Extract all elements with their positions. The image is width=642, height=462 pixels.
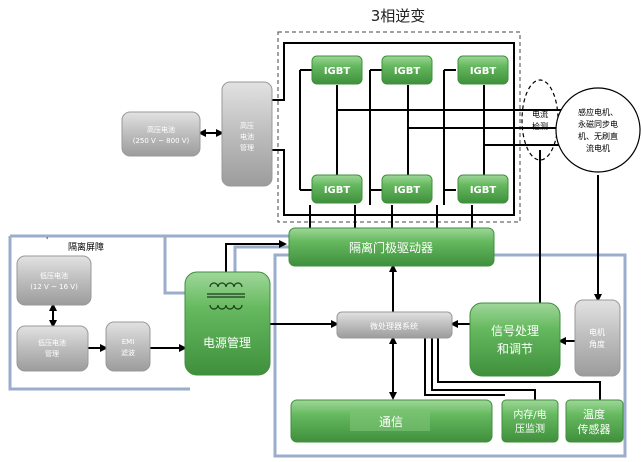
igbt-label-3: IGBT [470,66,497,77]
igbt-label-1: IGBT [324,66,351,77]
igbt-block-4 [311,174,363,204]
memory-voltage-line-1: 内存/电 [513,408,546,421]
motor-label-line-3: 机、无刷直 [578,131,618,141]
transformer-icon [207,282,245,310]
emi-filter-line-2: 滤波 [121,348,135,357]
motor-angle-line-1: 电机 [589,327,605,337]
power-mgmt-block [184,271,271,376]
lv-power-mgmt-block [16,325,89,372]
igbt-label-4: IGBT [324,185,351,196]
communication-inner [350,411,430,431]
gate-driver-label: 隔离门极驱动器 [349,240,433,255]
igbt-label-6: IGBT [470,185,497,196]
isolation-barrier-mark: ' [46,236,48,245]
memory-voltage-line-2: 压监测 [515,422,545,435]
lv-power-mgmt-line-2: 管理 [45,349,59,358]
temp-sensor-line-2: 传感器 [578,423,611,436]
hv-power-mgmt-line-1: 高压 [240,121,254,130]
current-detect-ellipse [521,79,559,161]
lv-power-mgmt-line-1: 低压电池 [38,338,66,347]
igbt-group: IGBT IGBT IGBT IGBT IGBT IGBT [311,55,509,204]
motor-angle-block [574,299,621,377]
mcu-label: 微处理器系统 [370,321,418,331]
temp-sensor-line-1: 温度 [583,407,605,421]
lv-battery-line-1: 低压电池 [40,271,68,280]
igbt-block-2 [381,55,433,85]
signal-processing-line-2: 和调节 [497,342,533,356]
hv-power-mgmt-line-3: 管理 [240,143,254,152]
gate-driver-block [288,227,495,267]
power-mgmt-label: 电源管理 [203,335,251,350]
hv-power-mgmt-line-2: 电池 [240,132,254,141]
lv-battery-line-2: (12 V ~ 16 V) [30,283,78,291]
hv-battery-block [121,111,201,157]
motor-label-line-1: 感应电机、 [578,107,618,117]
diagram-title: 3相逆变 [371,7,426,25]
motor-label-line-4: 流电机 [586,143,610,153]
igbt-block-3 [457,55,509,85]
hv-battery-line-1: 高压电池 [147,125,175,134]
isolation-barrier-label: 隔离屏障 [68,241,104,253]
igbt-label-2: IGBT [394,66,421,77]
mcu-block [336,311,453,339]
igbt-label-5: IGBT [394,185,421,196]
lv-battery-block [16,255,92,306]
current-detect-line-1: 电流 [532,109,548,119]
igbt-block-1 [311,55,363,85]
igbt-block-5 [381,174,433,204]
communication-label: 通信 [379,415,403,429]
hv-power-mgmt-block [221,81,273,187]
current-detect-line-2: 检测 [532,121,548,131]
memory-voltage-block [501,399,559,443]
emi-filter-block [105,321,151,372]
motor-label-line-2: 永磁同步电 [578,119,618,129]
emi-filter-line-1: EMI [122,338,135,346]
signal-processing-block [469,302,561,377]
motor-angle-line-2: 角度 [589,339,605,349]
wiring [49,42,602,400]
temp-sensor-block [565,399,624,443]
igbt-block-6 [457,174,509,204]
motor-label: 感应电机、 永磁同步电 机、无刷直 流电机 [578,107,618,153]
signal-processing-line-1: 信号处理 [491,324,539,338]
motor-circle [555,87,641,173]
hv-battery-line-2: (250 V ~ 800 V) [133,137,190,145]
